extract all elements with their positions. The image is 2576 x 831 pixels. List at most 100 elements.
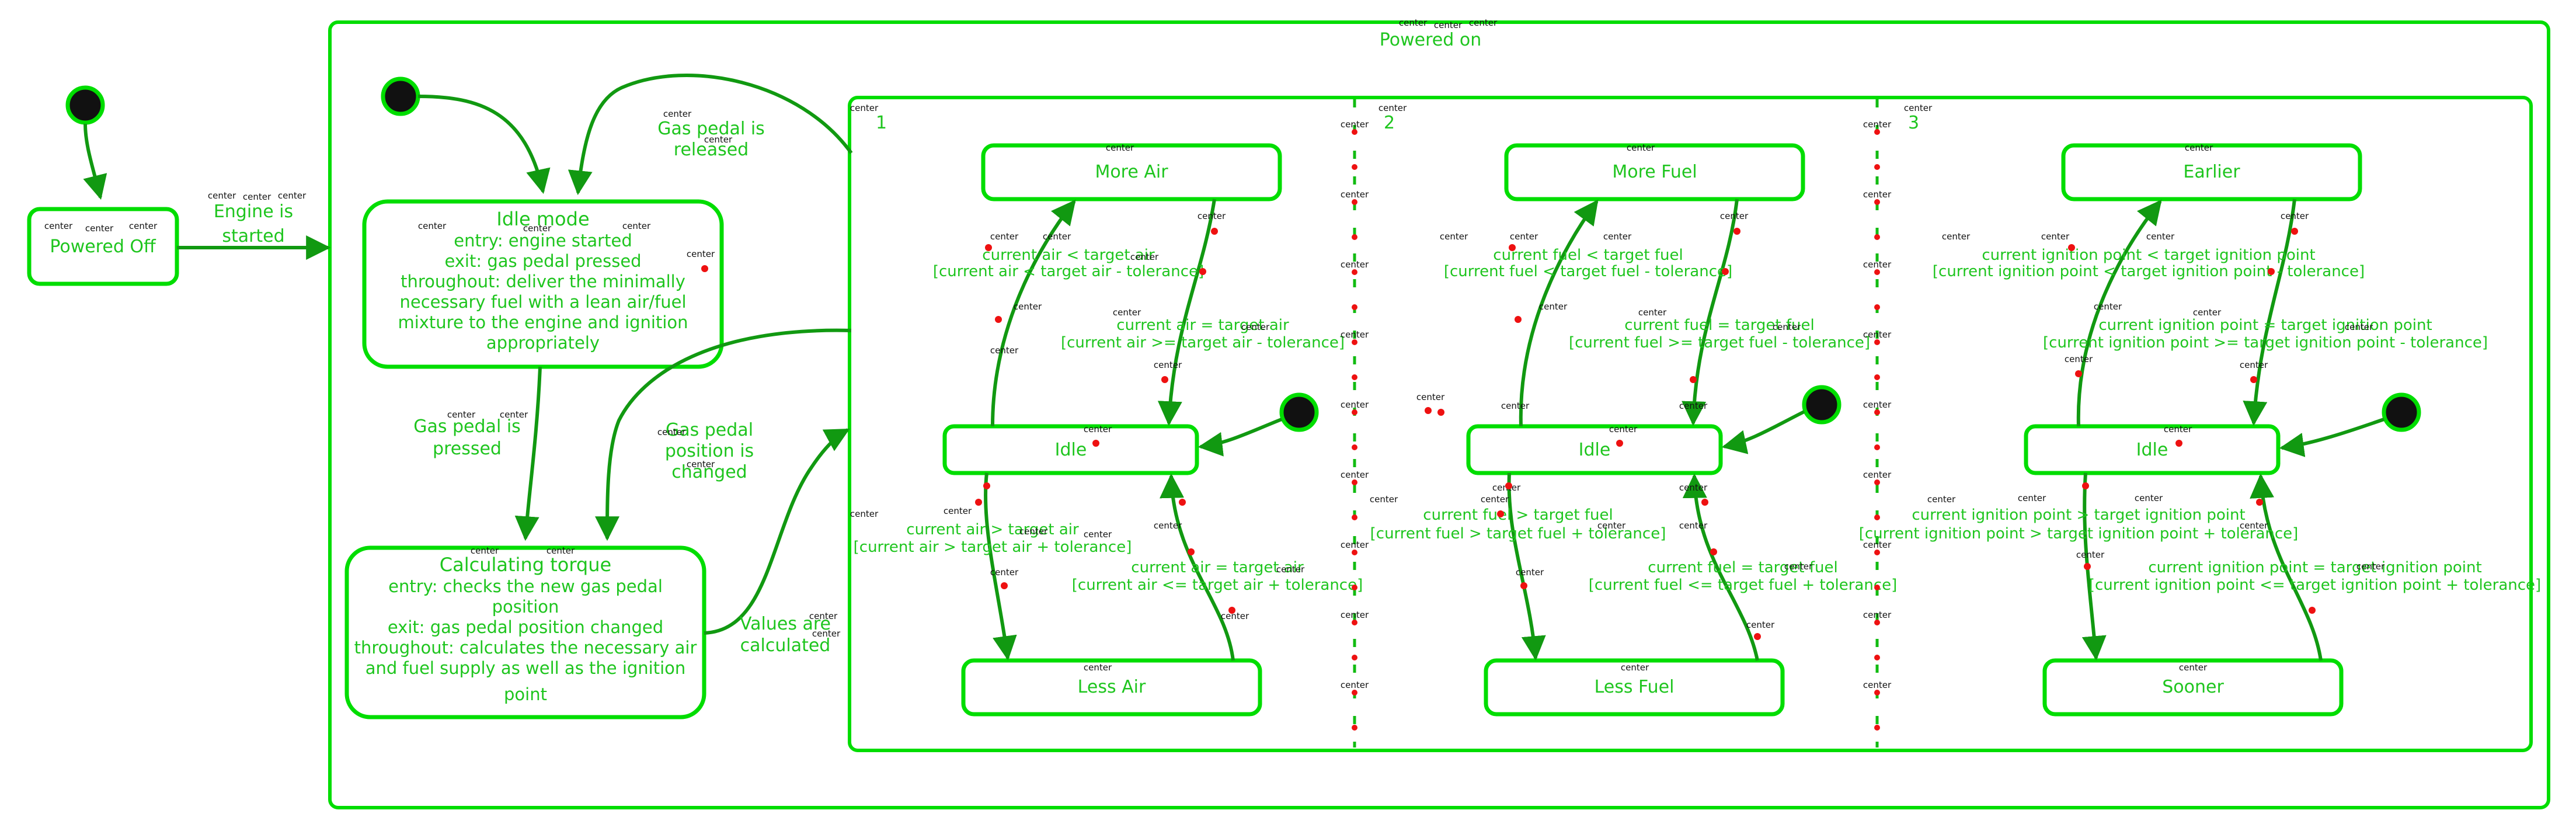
state-less-air[interactable] [961, 658, 1262, 717]
svg-text:position: position [492, 597, 559, 617]
orthogonal-regions-container[interactable] [848, 96, 2533, 752]
svg-text:throughout: calculates the nec: throughout: calculates the necessary air [354, 638, 697, 658]
center-marker: center [1679, 520, 1708, 531]
edge-changed-to-calculating[interactable] [595, 328, 852, 541]
edge-idle-to-less-air[interactable] [984, 472, 1017, 661]
separator-markers: center center center center center cente… [1341, 119, 1892, 690]
svg-text:center: center [1378, 103, 1407, 113]
center-marker: center [2240, 360, 2268, 370]
center-marker: center [944, 506, 972, 516]
svg-text:center: center [1720, 211, 1749, 221]
edge-region-2-initial-to-idle[interactable] [1721, 410, 1805, 454]
center-marker: center [1221, 611, 1249, 621]
state-idle-region-3[interactable] [2024, 424, 2281, 475]
svg-text:center: center [447, 409, 476, 420]
state-sooner[interactable] [2042, 658, 2344, 717]
guard-down-fuel-1: current fuel > target fuel [1423, 506, 1613, 524]
edge-released-to-idle-mode[interactable] [568, 74, 853, 196]
svg-text:center: center [1341, 329, 1369, 340]
edge-more-air-to-idle[interactable] [1157, 199, 1216, 426]
state-idle-region-1[interactable] [942, 424, 1199, 475]
center-marker: center [2018, 493, 2046, 503]
region-2: 2 More Fuel Idle Less Fuel current fuel … [1370, 113, 1897, 717]
svg-text:center: center [1597, 520, 1626, 531]
svg-text:center: center [850, 103, 879, 113]
center-marker: center [1154, 520, 1182, 531]
edge-idle-to-more-air[interactable] [991, 199, 1076, 427]
center-marker: center [1014, 301, 1042, 312]
center-marker: center [1609, 424, 1638, 434]
edge-earlier-to-idle[interactable] [2243, 199, 2296, 426]
center-marker: center [704, 134, 733, 145]
edge-region-1-initial-to-idle[interactable] [1198, 418, 1283, 457]
region-1-initial[interactable] [1279, 392, 1319, 432]
center-marker: center [1043, 231, 1071, 242]
edge-idle-to-earlier[interactable] [2076, 199, 2162, 427]
guard-back-up-fuel-2: [current fuel >= target fuel - tolerance… [1569, 334, 1870, 352]
center-marker: center [1904, 103, 1933, 113]
state-idle-mode[interactable] [362, 199, 724, 369]
svg-text:center: center [1638, 307, 1667, 318]
center-marker: center [1019, 526, 1048, 537]
calculating-torque-title: Calculating torque [440, 554, 611, 576]
svg-text:center: center [812, 628, 841, 639]
edge-more-fuel-to-idle[interactable] [1682, 199, 1739, 426]
edge-less-fuel-to-idle[interactable] [1682, 473, 1759, 661]
center-marker: center [2135, 493, 2163, 503]
powered-on-composite-state[interactable] [328, 20, 2550, 809]
svg-text:center: center [129, 221, 158, 231]
state-more-fuel[interactable] [1504, 143, 1805, 201]
svg-text:center: center [1221, 611, 1249, 621]
guard-back-up-ign-1: current ignition point = target ignition… [2098, 317, 2432, 334]
svg-text:center: center [687, 459, 715, 470]
state-earlier[interactable] [2061, 143, 2362, 201]
svg-text:center: center [523, 223, 552, 234]
released-label-1: Gas pedal is [657, 119, 765, 139]
svg-text:center: center [1863, 610, 1892, 620]
guard-back-up-fuel-1: current fuel = target fuel [1624, 317, 1814, 334]
svg-text:center: center [944, 506, 972, 516]
svg-text:center: center [546, 545, 575, 556]
state-sooner-label: Sooner [2162, 677, 2224, 697]
edge-sooner-to-idle[interactable] [2250, 473, 2323, 661]
inner-initial-pseudostate[interactable] [381, 77, 420, 116]
center-marker: center [1084, 424, 1112, 434]
state-less-fuel[interactable] [1484, 658, 1785, 717]
edge-initial-to-idle-mode[interactable] [417, 95, 551, 194]
svg-text:center: center [1481, 494, 1509, 505]
engine-started-label-2: started [222, 226, 284, 246]
guard-back-down-ign-2: [current ignition point <= target igniti… [2089, 576, 2541, 594]
svg-text:center: center [2135, 493, 2163, 503]
state-more-air[interactable] [981, 143, 1282, 201]
svg-text:center: center [1370, 494, 1398, 505]
edge-calculating-to-regions[interactable] [704, 428, 850, 635]
edge-idle-mode-to-calculating[interactable] [514, 366, 542, 541]
edge-initial-to-powered-off[interactable] [83, 123, 107, 200]
region-3-initial[interactable] [2382, 392, 2421, 432]
edge-less-air-to-idle[interactable] [1160, 473, 1235, 661]
svg-text:throughout: deliver the minima: throughout: deliver the minimally [401, 272, 685, 291]
center-markers: center center center center center cente… [44, 18, 2385, 673]
center-marker: center [546, 545, 575, 556]
edge-region-3-initial-to-idle[interactable] [2279, 418, 2384, 457]
center-marker: center [2356, 561, 2385, 572]
svg-text:center: center [2356, 561, 2385, 572]
svg-text:exit: gas pedal pressed: exit: gas pedal pressed [444, 251, 641, 271]
center-marker: center [1927, 494, 1956, 505]
svg-text:center: center [2240, 360, 2268, 370]
svg-text:center: center [1341, 189, 1369, 200]
center-marker: center [1746, 620, 1775, 630]
svg-text:center: center [1621, 662, 1649, 673]
state-more-air-label: More Air [1095, 162, 1168, 182]
state-idle-region-3-label: Idle [2136, 440, 2168, 460]
state-idle-region-2[interactable] [1466, 424, 1723, 475]
guard-up-fuel-2: [current fuel < target fuel - tolerance] [1444, 263, 1732, 280]
edge-idle-to-less-fuel[interactable] [1507, 472, 1546, 661]
region-2-initial[interactable] [1802, 385, 1842, 425]
center-marker: center [1241, 322, 1270, 332]
center-marker: center [990, 231, 1019, 242]
edge-idle-to-more-fuel[interactable] [1519, 199, 1599, 427]
svg-text:center: center [1863, 470, 1892, 480]
outer-initial-pseudostate[interactable] [65, 85, 105, 125]
center-marker: center [1434, 20, 1463, 30]
